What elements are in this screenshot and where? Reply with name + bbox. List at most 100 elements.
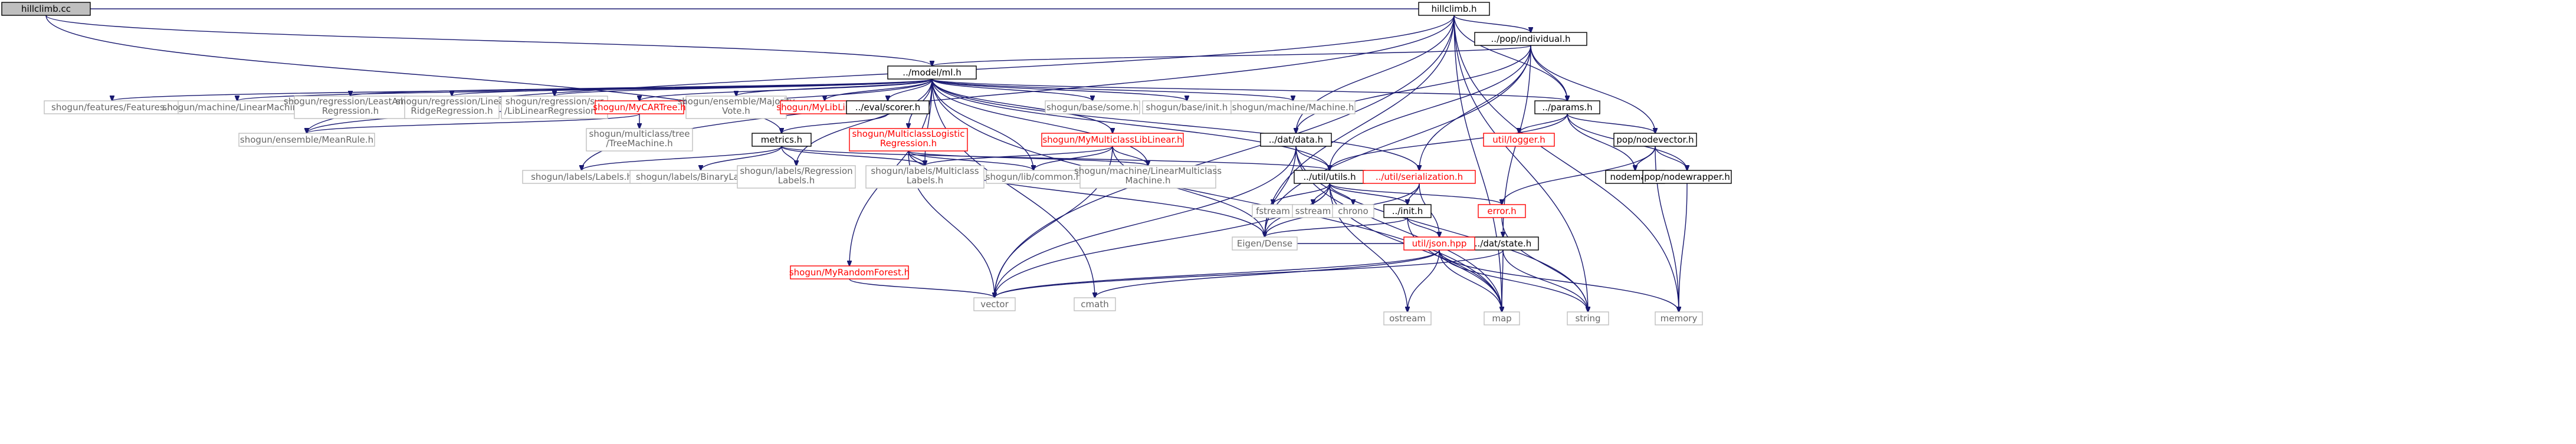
node-hillclimb_h[interactable]: hillclimb.h	[1418, 2, 1490, 16]
node-dat_data[interactable]: ../dat/data.h	[1260, 133, 1332, 147]
node-box	[1260, 133, 1332, 147]
node-box	[1484, 311, 1520, 325]
node-error_h[interactable]: error.h	[1478, 204, 1526, 218]
node-eval_scorer[interactable]: ../eval/scorer.h	[846, 100, 930, 114]
edge-model_ml-to-mach_machine	[931, 78, 1293, 101]
node-reg_ridge: shogun/regression/LinearRidgeRegression.…	[396, 96, 508, 119]
edge-model_ml-to-util_utils	[931, 78, 1330, 170]
node-util_json[interactable]: util/json.hpp	[1403, 236, 1475, 251]
node-label: ../pop/individual.h	[1491, 34, 1571, 44]
node-vector: vector	[973, 297, 1016, 311]
node-util_utils[interactable]: ../util/utils.h	[1294, 170, 1366, 184]
node-box	[1483, 133, 1555, 147]
node-box	[1383, 311, 1432, 325]
node-cmath: cmath	[1074, 297, 1116, 311]
node-box	[1332, 204, 1374, 218]
node-label: ../model/ml.h	[903, 67, 961, 78]
edge-model_ml-to-base_init	[931, 78, 1187, 101]
node-label: util/logger.h	[1492, 134, 1545, 145]
node-label: shogun/base/some.h	[1046, 102, 1138, 113]
node-box	[1074, 297, 1116, 311]
node-box	[1655, 311, 1703, 325]
edge-model_ml-to-myliblinear	[825, 78, 933, 101]
edge-mycartree-to-ens_meanrule	[307, 113, 640, 133]
node-mach_machine: shogun/machine/Machine.h	[1230, 100, 1356, 114]
edge-model_ml-to-labels_regression	[796, 78, 933, 166]
node-mymc_liblinear[interactable]: shogun/MyMulticlassLibLinear.h	[1041, 133, 1184, 147]
node-box	[1230, 100, 1356, 114]
edge-mymc_liblinear-to-eigen_dense	[1112, 146, 1265, 237]
edge-pop_individual-to-eigen_dense	[1265, 45, 1531, 237]
node-box	[586, 128, 693, 152]
node-mc_treemachine: shogun/multiclass/tree/TreeMachine.h	[586, 128, 693, 152]
node-label: shogun/regression/Linear	[396, 96, 508, 107]
edge-myrandomforest-to-vector	[849, 278, 995, 298]
node-box	[1403, 236, 1475, 251]
node-box	[790, 265, 909, 279]
node-model_ml[interactable]: ../model/ml.h	[887, 65, 977, 80]
edge-util_utils-to-ostream	[1329, 183, 1407, 312]
node-label: ostream	[1389, 313, 1426, 324]
edge-util_utils-to-fstream	[1273, 183, 1330, 205]
node-label: shogun/labels/Multiclass	[871, 166, 979, 176]
node-label: sstream	[1295, 206, 1331, 216]
node-base_some: shogun/base/some.h	[1045, 100, 1140, 114]
node-label: Vote.h	[722, 106, 750, 116]
node-mycartree[interactable]: shogun/MyCARTree.h	[593, 100, 686, 114]
edge-pop_individual-to-params	[1530, 45, 1567, 101]
node-label: shogun/multiclass/tree	[589, 129, 690, 139]
edge-util_utils-to-chrono	[1329, 183, 1353, 205]
node-label: hillclimb.h	[1432, 4, 1477, 14]
node-labels_binary: shogun/labels/BinaryLabels.h	[629, 170, 772, 184]
node-params[interactable]: ../params.h	[1534, 100, 1600, 114]
edge-metrics-to-util_utils	[781, 146, 1330, 170]
node-label: shogun/MulticlassLogistic	[852, 129, 964, 139]
node-map: map	[1484, 311, 1520, 325]
node-metrics[interactable]: metrics.h	[752, 133, 812, 147]
edge-model_ml-to-cmath	[931, 78, 1095, 298]
edge-pop_nodevector-to-nodewrapper	[1655, 146, 1687, 170]
edge-pop_individual-to-util_utils	[1330, 45, 1531, 170]
node-string: string	[1567, 311, 1609, 325]
node-hillclimb_cc[interactable]: hillclimb.cc	[1, 2, 91, 16]
edge-nodewrapper-to-memory	[1679, 183, 1688, 312]
node-pop_individual[interactable]: ../pop/individual.h	[1474, 32, 1587, 46]
node-label: /TreeMachine.h	[606, 138, 672, 149]
edge-params-to-nodemap	[1567, 113, 1635, 170]
node-label: shogun/base/init.h	[1146, 102, 1228, 113]
edge-pop_individual-to-dat_data	[1296, 45, 1531, 133]
node-fstream: fstream	[1252, 204, 1294, 218]
node-labels_labels: shogun/labels/Labels.h	[522, 170, 641, 184]
edge-pop_individual-to-model_ml	[932, 45, 1531, 66]
node-nodewrapper[interactable]: pop/nodewrapper.h	[1642, 170, 1732, 184]
edge-params-to-util_logger	[1519, 113, 1568, 133]
node-label: Regression.h	[322, 106, 379, 116]
node-box	[1232, 236, 1298, 251]
edge-params-to-util_utils	[1330, 113, 1568, 170]
node-label: ../eval/scorer.h	[855, 102, 920, 113]
node-box	[887, 65, 977, 80]
node-label: shogun/ensemble/MeanRule.h	[240, 134, 373, 145]
edge-hillclimb_h-to-pop_individual	[1453, 15, 1531, 32]
node-pop_nodevector[interactable]: pop/nodevector.h	[1613, 133, 1697, 147]
node-box	[973, 297, 1016, 311]
node-init_h[interactable]: ../init.h	[1383, 204, 1432, 218]
node-box	[1478, 204, 1526, 218]
edge-init_h-to-eigen_dense	[1265, 217, 1408, 237]
node-label: util/json.hpp	[1412, 238, 1467, 249]
edge-error_h-to-string	[1501, 217, 1588, 312]
node-util_serialization[interactable]: ../util/serialization.h	[1363, 170, 1476, 184]
node-dat_state[interactable]: ../dat/state.h	[1467, 236, 1539, 251]
node-box	[1, 2, 91, 16]
node-myrandomforest[interactable]: shogun/MyRandomForest.h	[789, 265, 910, 279]
edge-mymc_liblinear-to-lib_common	[1033, 146, 1113, 170]
node-util_logger[interactable]: util/logger.h	[1483, 133, 1555, 147]
node-box	[1363, 170, 1476, 184]
node-label: ../dat/state.h	[1475, 238, 1532, 249]
edge-util_json-to-memory	[1439, 249, 1679, 312]
edge-layer	[45, 9, 1688, 312]
